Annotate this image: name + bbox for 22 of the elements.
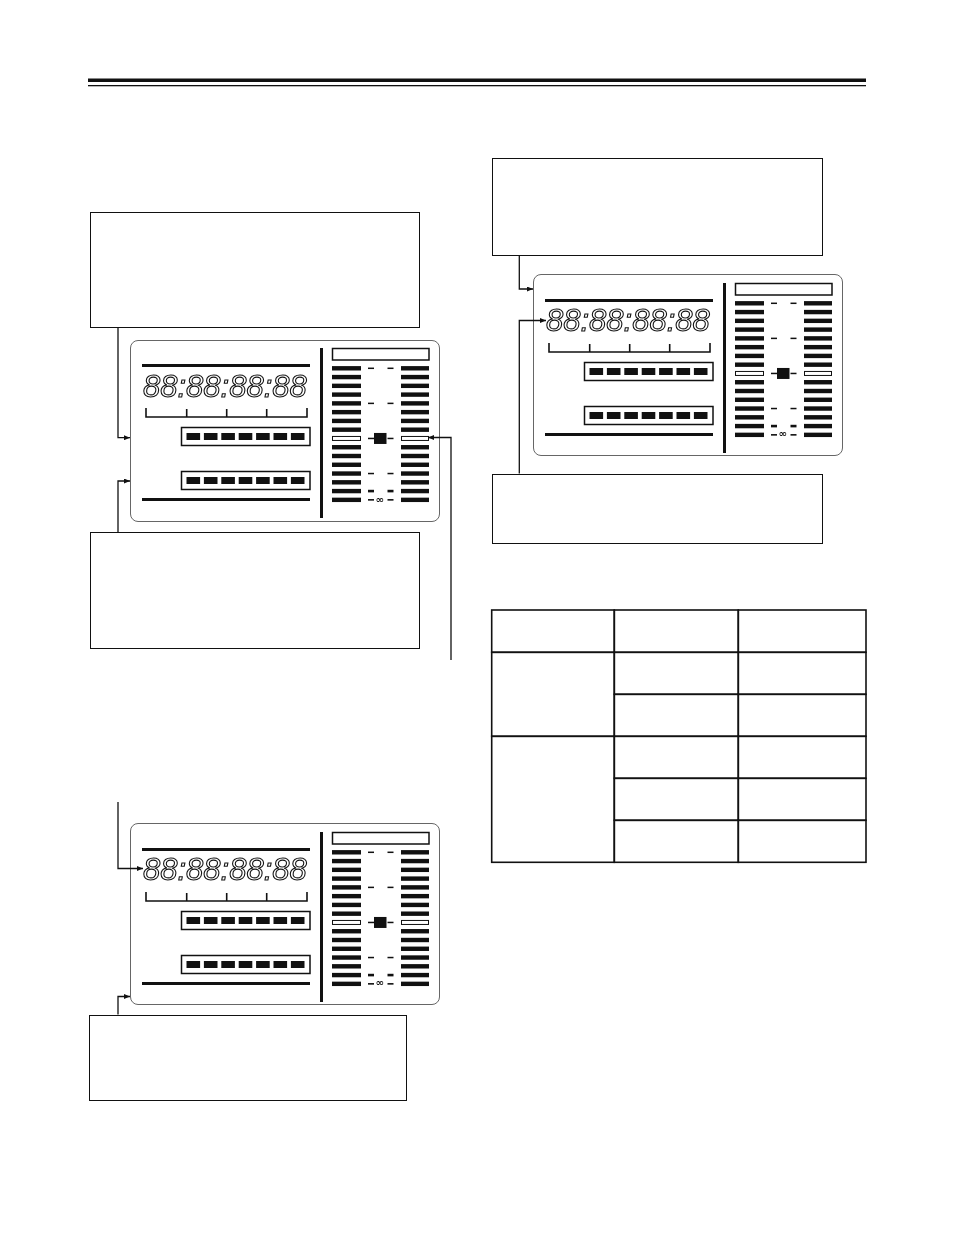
reference-bar [400, 435, 429, 441]
lcd-panel [130, 823, 440, 1005]
callout-box [89, 532, 420, 649]
lcd-panel [533, 274, 843, 456]
callout-box [491, 473, 823, 544]
callout-box [491, 158, 823, 256]
callout-box [89, 1014, 407, 1101]
scale-label: ∞ [375, 979, 384, 988]
timecode-readout: 88:88:88:88 [143, 374, 307, 398]
scale-label: ∞ [375, 495, 384, 504]
leader-line [427, 435, 452, 661]
scale-label: ∞ [778, 430, 787, 439]
callout-box [89, 211, 420, 328]
leader-line [518, 318, 547, 475]
leader-line [117, 801, 144, 871]
leader-line [518, 255, 534, 292]
leader-line [117, 326, 131, 441]
timecode-readout: 88:88:88:88 [143, 858, 307, 881]
timecode-readout: 88:88:88:88 [546, 309, 710, 332]
lcd-panel [130, 339, 440, 522]
leader-line [117, 478, 131, 533]
leader-line [117, 994, 131, 1016]
